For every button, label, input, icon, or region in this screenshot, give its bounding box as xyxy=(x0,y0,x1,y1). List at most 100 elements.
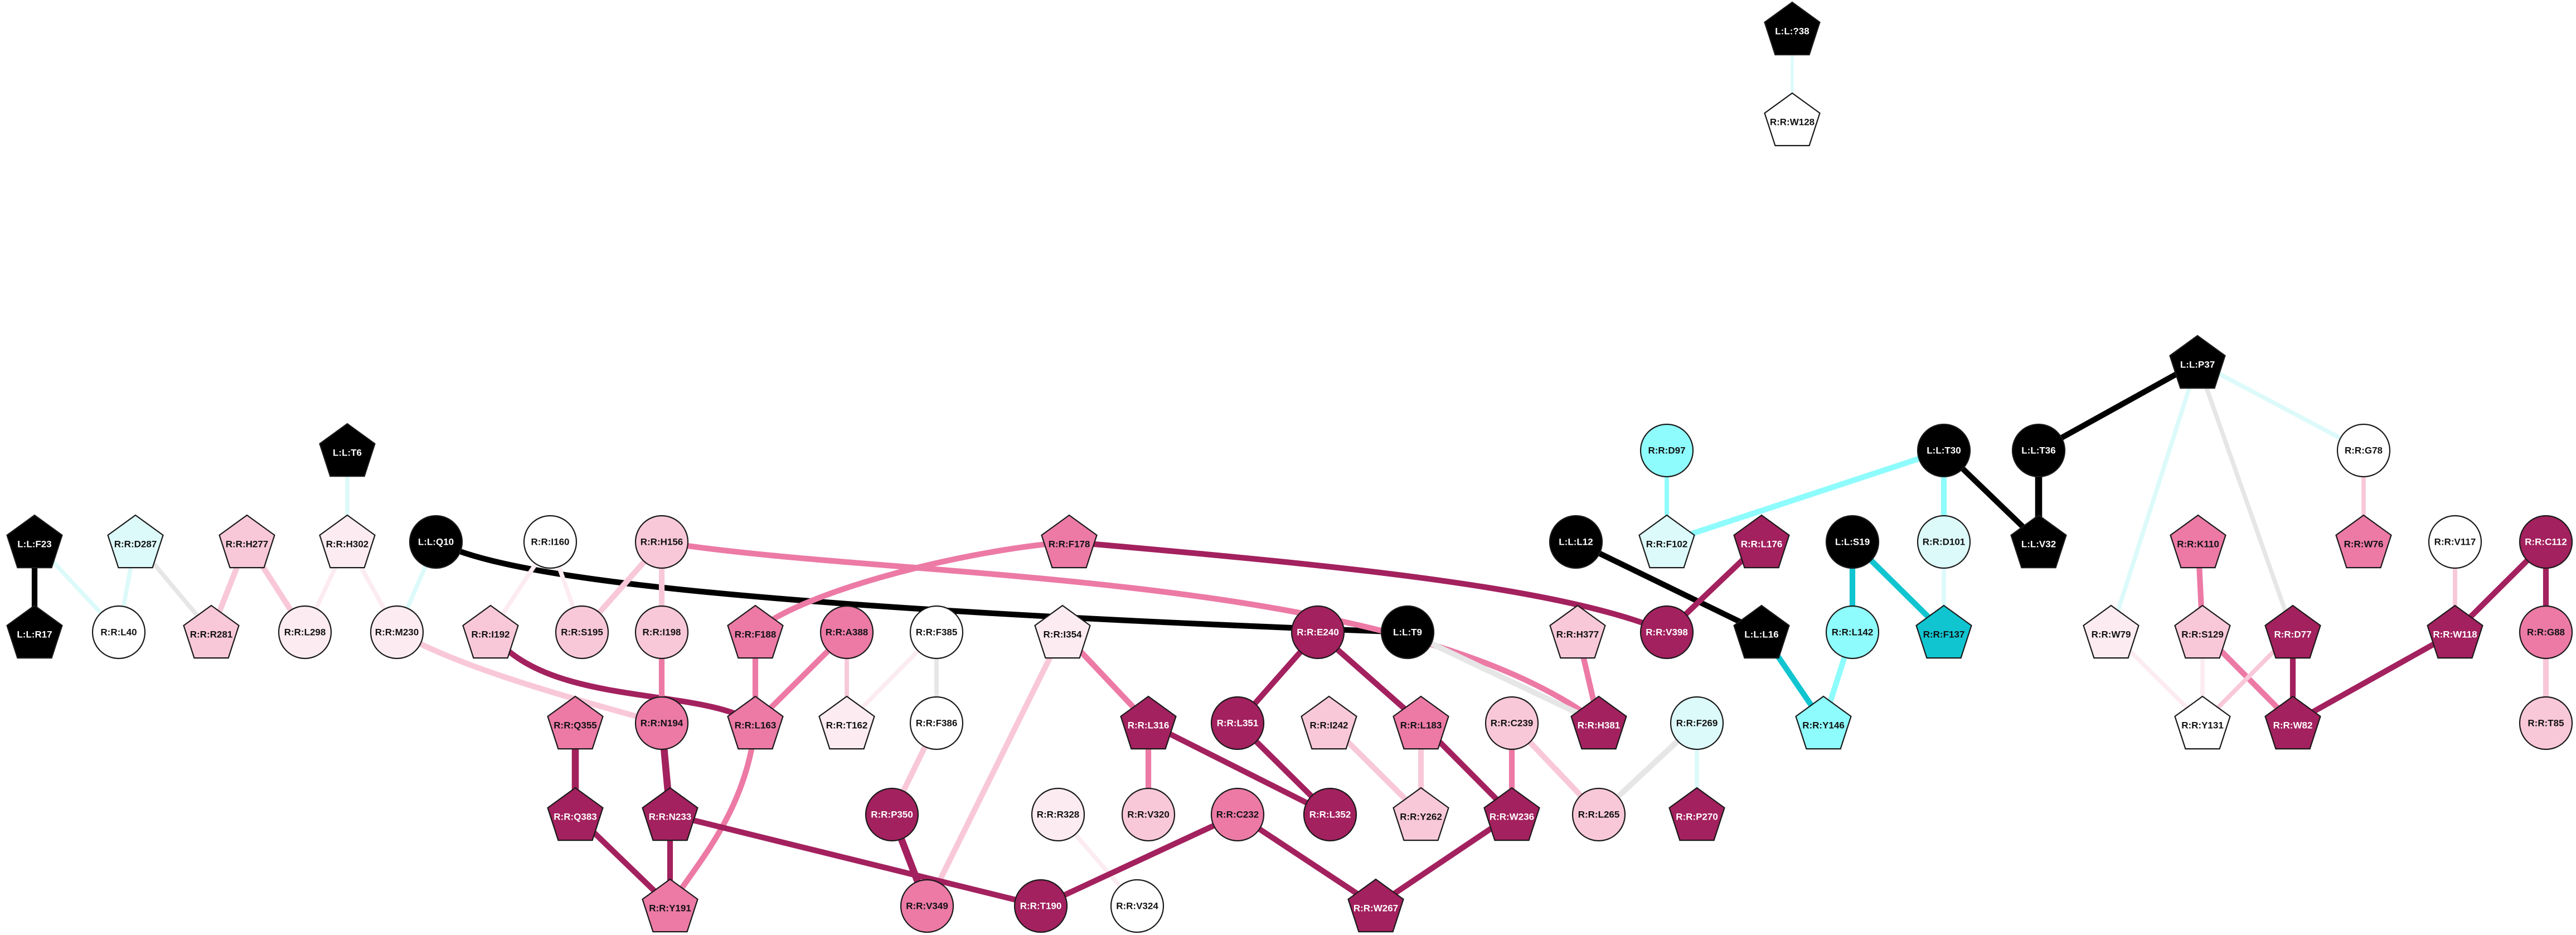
node-r-r-v349[interactable]: R:R:V349 xyxy=(900,879,954,933)
node-l-l-t30[interactable]: L:L:T30 xyxy=(1917,423,1971,478)
node-r-r-f188[interactable]: R:R:F188 xyxy=(727,604,784,659)
node-r-r-l142[interactable]: R:R:L142 xyxy=(1825,605,1880,660)
node-label: R:R:H277 xyxy=(226,539,269,550)
node-r-r-l298[interactable]: R:R:L298 xyxy=(278,605,332,660)
node-r-r-i192[interactable]: R:R:I192 xyxy=(462,604,519,659)
node-label: R:R:W236 xyxy=(1490,812,1534,822)
node-label: R:R:D97 xyxy=(1648,445,1685,456)
node-r-r-v117[interactable]: R:R:V117 xyxy=(2428,515,2482,569)
node-r-r-m230[interactable]: R:R:M230 xyxy=(370,605,424,660)
node-r-r-w118[interactable]: R:R:W118 xyxy=(2427,604,2483,659)
node-r-r-d97[interactable]: R:R:D97 xyxy=(1639,423,1694,478)
node-r-r-h277[interactable]: R:R:H277 xyxy=(219,514,275,569)
node-r-r-l316[interactable]: R:R:L316 xyxy=(1120,695,1177,750)
node-l-l-p37[interactable]: L:L:P37 xyxy=(2169,335,2226,389)
node-l-l-q10[interactable]: L:L:Q10 xyxy=(409,515,463,569)
node-r-r-w267[interactable]: R:R:W267 xyxy=(1347,878,1404,933)
node-l-l-s19[interactable]: L:L:S19 xyxy=(1825,515,1880,569)
node-r-r-r281[interactable]: R:R:R281 xyxy=(183,604,240,659)
node-r-r-n233[interactable]: R:R:N233 xyxy=(642,787,698,841)
node-r-r-d77[interactable]: R:R:D77 xyxy=(2264,604,2321,659)
node-pentagon xyxy=(219,514,275,569)
node-r-r-f385[interactable]: R:R:F385 xyxy=(909,605,964,660)
node-pentagon xyxy=(2335,514,2392,569)
node-label: R:R:K110 xyxy=(2177,539,2219,550)
node-pentagon xyxy=(1120,695,1177,750)
node-r-r-c239[interactable]: R:R:C239 xyxy=(1485,696,1539,750)
node-r-r-i354[interactable]: R:R:I354 xyxy=(1034,604,1091,659)
node-r-r-l183[interactable]: R:R:L183 xyxy=(1393,695,1449,750)
node-r-r-g78[interactable]: R:R:G78 xyxy=(2336,423,2391,478)
node-r-r-t162[interactable]: R:R:T162 xyxy=(818,695,875,750)
node-l-l-r17[interactable]: L:L:R17 xyxy=(6,604,63,659)
node-l-l-f23[interactable]: L:L:F23 xyxy=(6,514,63,569)
node-r-r-a388[interactable]: R:R:A388 xyxy=(819,605,874,660)
node-r-r-l351[interactable]: R:R:L351 xyxy=(1210,696,1265,750)
node-r-r-f386[interactable]: R:R:F386 xyxy=(909,696,964,750)
node-r-r-n194[interactable]: R:R:N194 xyxy=(634,696,689,750)
node-label: L:L:R17 xyxy=(17,629,52,640)
node-r-r-i160[interactable]: R:R:I160 xyxy=(523,515,578,569)
node-r-r-h302[interactable]: R:R:H302 xyxy=(319,514,376,569)
node-r-r-c232[interactable]: R:R:C232 xyxy=(1210,787,1265,842)
node-label: R:R:W79 xyxy=(2092,629,2131,640)
node-r-r-r328[interactable]: R:R:R328 xyxy=(1031,787,1085,842)
node-l-l-v32[interactable]: L:L:V32 xyxy=(2010,514,2067,569)
node-r-r-l352[interactable]: R:R:L352 xyxy=(1303,787,1357,842)
node-r-r-h377[interactable]: R:R:H377 xyxy=(1549,604,1606,659)
node-r-r-h381[interactable]: R:R:H381 xyxy=(1570,695,1627,750)
node-l-l-l12[interactable]: L:L:L12 xyxy=(1549,515,1603,569)
node-r-r-w76[interactable]: R:R:W76 xyxy=(2335,514,2392,569)
node-r-r-l265[interactable]: R:R:L265 xyxy=(1571,787,1626,842)
node-r-r-f102[interactable]: R:R:F102 xyxy=(1638,514,1695,569)
node-r-r-f269[interactable]: R:R:F269 xyxy=(1670,696,1724,750)
node-r-r-w236[interactable]: R:R:W236 xyxy=(1483,787,1540,841)
node-r-r-y191[interactable]: R:R:Y191 xyxy=(642,878,698,933)
node-r-r-i198[interactable]: R:R:I198 xyxy=(634,605,689,660)
node-l-l-t6[interactable]: L:L:T6 xyxy=(319,423,376,477)
node-l-l-t9[interactable]: L:L:T9 xyxy=(1380,605,1435,660)
node-r-r-d287[interactable]: R:R:D287 xyxy=(107,514,164,569)
node-circle xyxy=(2428,515,2482,569)
node-r-r-y262[interactable]: R:R:Y262 xyxy=(1393,787,1449,841)
node-r-r-w128[interactable]: R:R:W128 xyxy=(1764,92,1821,147)
node-label: R:R:W267 xyxy=(1354,903,1398,914)
node-circle xyxy=(1031,787,1085,842)
node-r-r-q355[interactable]: R:R:Q355 xyxy=(547,695,604,750)
node-circle xyxy=(2011,423,2066,478)
node-r-r-c112[interactable]: R:R:C112 xyxy=(2519,515,2573,569)
node-r-r-i242[interactable]: R:R:I242 xyxy=(1301,695,1357,750)
node-l-l-38[interactable]: L:L:?38 xyxy=(1764,1,1821,56)
node-label: R:R:V320 xyxy=(1127,810,1170,820)
node-label: R:R:L265 xyxy=(1578,810,1620,820)
node-r-r-v324[interactable]: R:R:V324 xyxy=(1110,879,1165,933)
node-r-r-p350[interactable]: R:R:P350 xyxy=(865,787,919,842)
node-r-r-e240[interactable]: R:R:E240 xyxy=(1291,605,1345,660)
node-r-r-t190[interactable]: R:R:T190 xyxy=(1013,879,1068,933)
node-r-r-y146[interactable]: R:R:Y146 xyxy=(1795,695,1852,750)
node-r-r-q383[interactable]: R:R:Q383 xyxy=(547,787,604,841)
node-r-r-h156[interactable]: R:R:H156 xyxy=(634,515,689,569)
node-r-r-y131[interactable]: R:R:Y131 xyxy=(2174,695,2231,750)
node-label: R:R:H381 xyxy=(1578,720,1621,731)
node-r-r-f137[interactable]: R:R:F137 xyxy=(1915,604,1972,659)
node-label: R:R:Y146 xyxy=(1802,720,1845,731)
node-r-r-v320[interactable]: R:R:V320 xyxy=(1121,787,1176,842)
node-r-r-k110[interactable]: R:R:K110 xyxy=(2170,514,2226,569)
node-r-r-d101[interactable]: R:R:D101 xyxy=(1917,515,1971,569)
node-r-r-s129[interactable]: R:R:S129 xyxy=(2174,604,2231,659)
node-r-r-w82[interactable]: R:R:W82 xyxy=(2264,695,2321,750)
node-r-r-l176[interactable]: R:R:L176 xyxy=(1733,514,1790,569)
node-r-r-w79[interactable]: R:R:W79 xyxy=(2083,604,2140,659)
node-l-l-l16[interactable]: L:L:L16 xyxy=(1733,604,1790,659)
node-l-l-t36[interactable]: L:L:T36 xyxy=(2011,423,2066,478)
node-circle xyxy=(2519,605,2573,660)
node-r-r-g88[interactable]: R:R:G88 xyxy=(2519,605,2573,660)
node-r-r-l163[interactable]: R:R:L163 xyxy=(727,695,784,750)
node-r-r-f178[interactable]: R:R:F178 xyxy=(1041,514,1098,569)
node-r-r-l40[interactable]: R:R:L40 xyxy=(91,605,146,660)
node-r-r-s195[interactable]: R:R:S195 xyxy=(555,605,609,660)
node-r-r-v398[interactable]: R:R:V398 xyxy=(1639,605,1694,660)
node-r-r-t85[interactable]: R:R:T85 xyxy=(2519,696,2573,750)
node-r-r-p270[interactable]: R:R:P270 xyxy=(1668,787,1725,841)
